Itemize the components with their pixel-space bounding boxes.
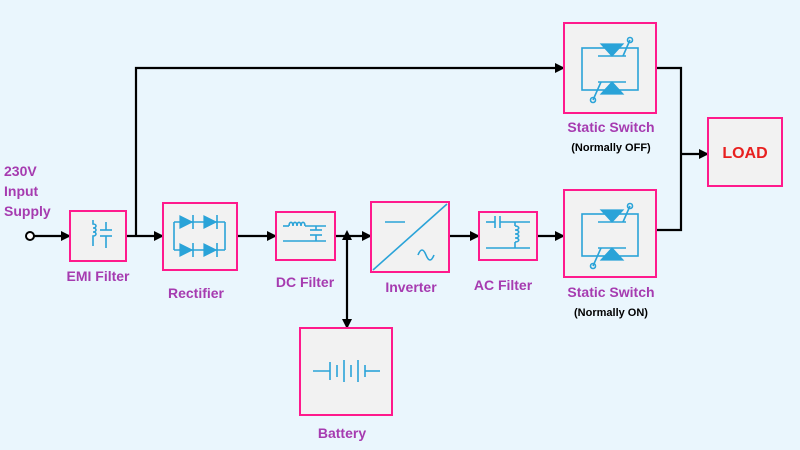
static-switch-bottom-note: (Normally ON) (574, 307, 648, 319)
dc-filter-block: DC Filter (275, 211, 336, 290)
static-switch-top-note: (Normally OFF) (571, 142, 651, 154)
emi-filter-label: EMI Filter (66, 268, 130, 284)
wire-top-switch-out (656, 66, 683, 232)
thyristor-pair-icon (581, 202, 639, 270)
rectifier-label: Rectifier (168, 285, 225, 301)
lc-filter-icon (283, 221, 326, 242)
inductor-capacitor-icon (92, 220, 112, 248)
ac-filter-block: AC Filter (474, 211, 538, 293)
wires (25, 63, 709, 329)
wire-bypass (134, 63, 565, 236)
cl-filter-icon (486, 216, 530, 249)
input-label-line-1: 230V (4, 163, 37, 179)
ac-filter-label: AC Filter (474, 277, 533, 293)
inverter-label: Inverter (385, 279, 437, 295)
static-switch-bottom-block: Static Switch (Normally ON) (563, 189, 657, 319)
rectifier-block: Rectifier (162, 202, 238, 301)
load-block: LOAD (707, 117, 783, 187)
input-label-line-2: Input (4, 183, 39, 199)
static-switch-top-block: Static Switch (Normally OFF) (563, 22, 657, 154)
input-label-line-3: Supply (4, 203, 51, 219)
emi-filter-block: EMI Filter (66, 210, 130, 284)
load-label: LOAD (722, 145, 767, 162)
static-switch-bottom-label: Static Switch (567, 284, 654, 300)
inverter-block: Inverter (370, 201, 450, 295)
battery-block: Battery (299, 327, 393, 441)
battery-label: Battery (318, 425, 366, 441)
diode-bridge-icon (173, 215, 226, 257)
input-terminal (25, 231, 35, 241)
dc-ac-icon (372, 203, 448, 271)
input-supply-label: 230V Input Supply (4, 163, 51, 219)
static-switch-top-label: Static Switch (567, 119, 654, 135)
battery-icon (313, 360, 380, 382)
thyristor-pair-icon (581, 36, 639, 104)
dc-filter-label: DC Filter (276, 274, 335, 290)
